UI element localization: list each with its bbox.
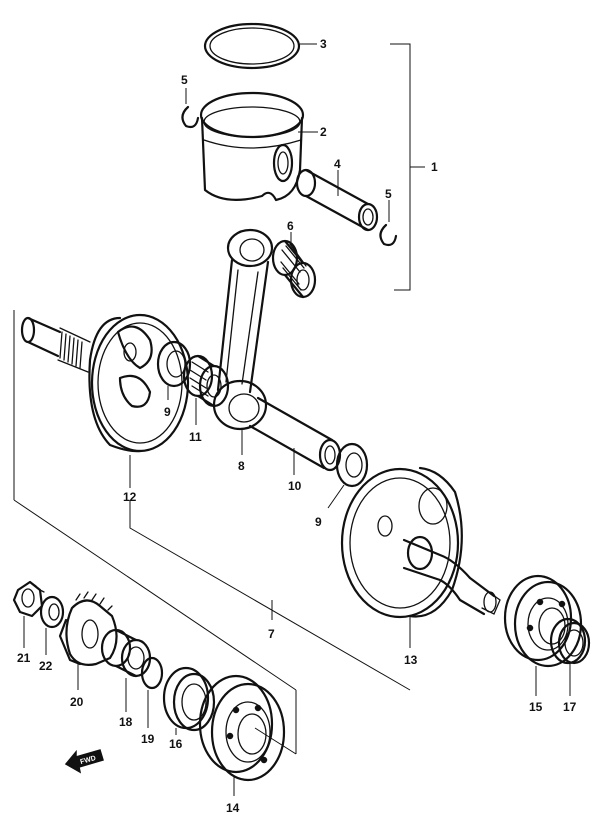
thrust-washer-right-part	[327, 442, 369, 509]
callout-5-lower: 5	[385, 187, 392, 201]
primary-drive-gear-part	[58, 591, 118, 690]
callout-17: 17	[563, 700, 577, 714]
callout-12: 12	[123, 490, 137, 504]
callout-19: 19	[141, 732, 155, 746]
callout-14: 14	[226, 801, 240, 815]
callout-1: 1	[431, 160, 438, 174]
circlip-upper-part	[181, 88, 200, 129]
crank-nut-part	[12, 580, 45, 648]
callout-10: 10	[288, 479, 302, 493]
callout-6: 6	[287, 219, 294, 233]
left-main-bearing-part	[198, 674, 286, 796]
circlip-lower-part	[379, 200, 398, 247]
callout-4: 4	[334, 157, 341, 171]
callout-21: 21	[17, 651, 31, 665]
right-crank-half-part	[340, 466, 501, 648]
piston-pin-part	[295, 168, 379, 232]
big-end-bearing-part	[182, 354, 230, 425]
piston-ring-part	[203, 22, 317, 70]
crank-washer-part	[39, 595, 65, 655]
fwd-label: FWD	[79, 755, 96, 766]
right-main-bearing-part	[503, 574, 583, 696]
assembly-7-bracket	[13, 310, 411, 755]
callout-9-left: 9	[164, 405, 171, 419]
callout-11: 11	[189, 430, 202, 444]
callout-9-right: 9	[315, 515, 322, 529]
callout-5-upper: 5	[181, 73, 188, 87]
right-oil-seal-part	[549, 617, 591, 696]
left-crank-half-part	[20, 313, 190, 488]
forward-direction-arrow-icon: FWD	[64, 749, 104, 774]
left-oil-seal-part	[162, 666, 216, 735]
callout-labels: 1 2 3 4 5 5 6 7 8 9 9 10 11 12 13 14 15 …	[17, 37, 577, 815]
callout-13: 13	[404, 653, 418, 667]
callout-8: 8	[238, 459, 245, 473]
callout-20: 20	[70, 695, 84, 709]
small-end-bearing-part	[271, 232, 317, 299]
assembly-1-bracket	[390, 43, 425, 291]
connecting-rod-part	[212, 228, 274, 455]
callout-2: 2	[320, 125, 327, 139]
callout-22: 22	[39, 659, 53, 673]
piston-part	[199, 91, 318, 202]
callout-16: 16	[169, 737, 183, 751]
callout-15: 15	[529, 700, 543, 714]
callout-18: 18	[119, 715, 133, 729]
callout-7: 7	[268, 627, 275, 641]
crank-pin-part	[248, 396, 342, 475]
callout-3: 3	[320, 37, 327, 51]
o-ring-part	[140, 656, 164, 728]
